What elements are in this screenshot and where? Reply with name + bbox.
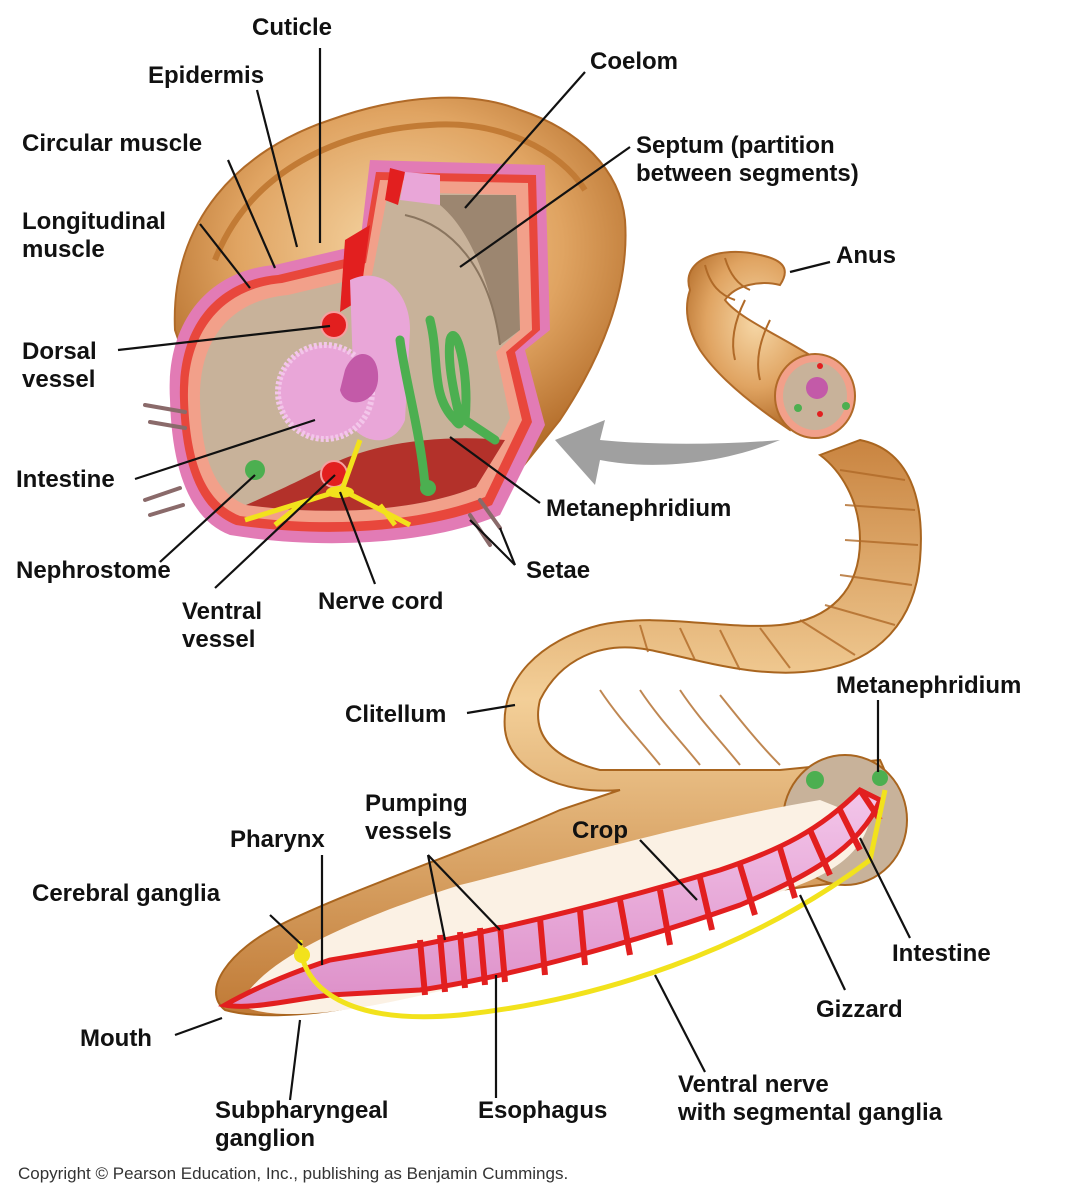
label-cerebral-ganglia: Cerebral ganglia	[32, 880, 221, 907]
label-line: ganglion	[215, 1125, 315, 1152]
direction-arrow	[555, 420, 780, 485]
label-line: muscle	[22, 236, 105, 263]
label-pharynx: Pharynx	[230, 826, 325, 853]
label-metanephridium-cross-section: Metanephridium	[546, 495, 732, 522]
label-esophagus: Esophagus	[478, 1097, 608, 1124]
label-line: Dorsal	[22, 338, 97, 365]
label-line: Pumping	[365, 790, 468, 817]
worm-body	[215, 438, 922, 1020]
label-line: between segments)	[636, 160, 859, 187]
label-ventral-nerve: Ventral nerve with segmental ganglia	[678, 1071, 942, 1127]
tail-segment	[686, 250, 856, 439]
label-gizzard: Gizzard	[816, 996, 903, 1023]
label-mouth: Mouth	[80, 1025, 152, 1052]
label-circular-muscle: Circular muscle	[22, 130, 203, 157]
label-clitellum: Clitellum	[345, 701, 447, 728]
label-line: with segmental ganglia	[678, 1099, 943, 1126]
label-dorsal-vessel: Dorsal vessel	[22, 338, 97, 394]
label-line: Ventral nerve	[678, 1071, 829, 1098]
label-crop: Crop	[572, 817, 628, 844]
label-septum: Septum (partition between segments)	[636, 132, 859, 188]
label-nephrostome: Nephrostome	[16, 557, 171, 584]
label-cuticle: Cuticle	[252, 14, 333, 41]
label-anus: Anus	[836, 242, 896, 269]
label-pumping-vessels: Pumping vessels	[365, 790, 468, 846]
label-intestine-cross-section: Intestine	[16, 466, 115, 493]
cross-section-segment	[143, 96, 627, 547]
label-line: vessels	[365, 818, 452, 845]
label-line: vessel	[22, 366, 96, 393]
label-line: Septum (partition	[636, 132, 835, 159]
label-subpharyngeal-ganglion: Subpharyngeal ganglion	[215, 1097, 388, 1153]
label-line: Ventral	[182, 598, 263, 625]
label-setae: Setae	[526, 557, 591, 584]
label-intestine-body: Intestine	[892, 940, 991, 967]
label-epidermis: Epidermis	[148, 62, 265, 89]
copyright-notice: Copyright © Pearson Education, Inc., pub…	[18, 1164, 569, 1183]
label-longitudinal-muscle: Longitudinal muscle	[22, 208, 166, 264]
label-metanephridium-body: Metanephridium	[836, 672, 1022, 699]
label-line: vessel	[182, 626, 256, 653]
label-nerve-cord: Nerve cord	[318, 588, 444, 615]
leader-lines	[117, 48, 911, 1101]
label-line: Subpharyngeal	[215, 1097, 389, 1124]
label-coelom: Coelom	[590, 48, 679, 75]
label-line: Longitudinal	[22, 208, 166, 235]
label-ventral-vessel: Ventral vessel	[182, 598, 262, 654]
